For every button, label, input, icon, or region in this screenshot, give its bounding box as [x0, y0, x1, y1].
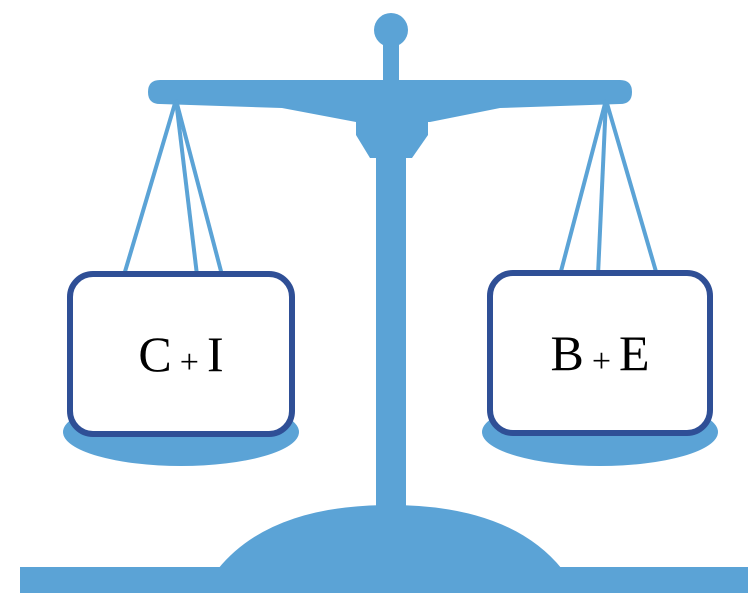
left-strings: [124, 100, 222, 275]
right-pan-box: B+E: [487, 270, 713, 436]
beam: [148, 80, 632, 122]
right-strings: [560, 100, 657, 275]
pillar: [376, 150, 406, 520]
base-bar: [20, 567, 748, 593]
right-operator: +: [592, 343, 611, 380]
left-term-1: C: [138, 326, 171, 382]
left-operator: +: [180, 344, 199, 381]
knob: [374, 13, 408, 47]
left-pan-label: C+I: [138, 329, 223, 379]
right-term-2: E: [619, 325, 650, 381]
left-term-2: I: [207, 326, 224, 382]
left-pan-box: C+I: [67, 271, 295, 437]
right-term-1: B: [550, 325, 583, 381]
right-pan-label: B+E: [550, 328, 649, 378]
